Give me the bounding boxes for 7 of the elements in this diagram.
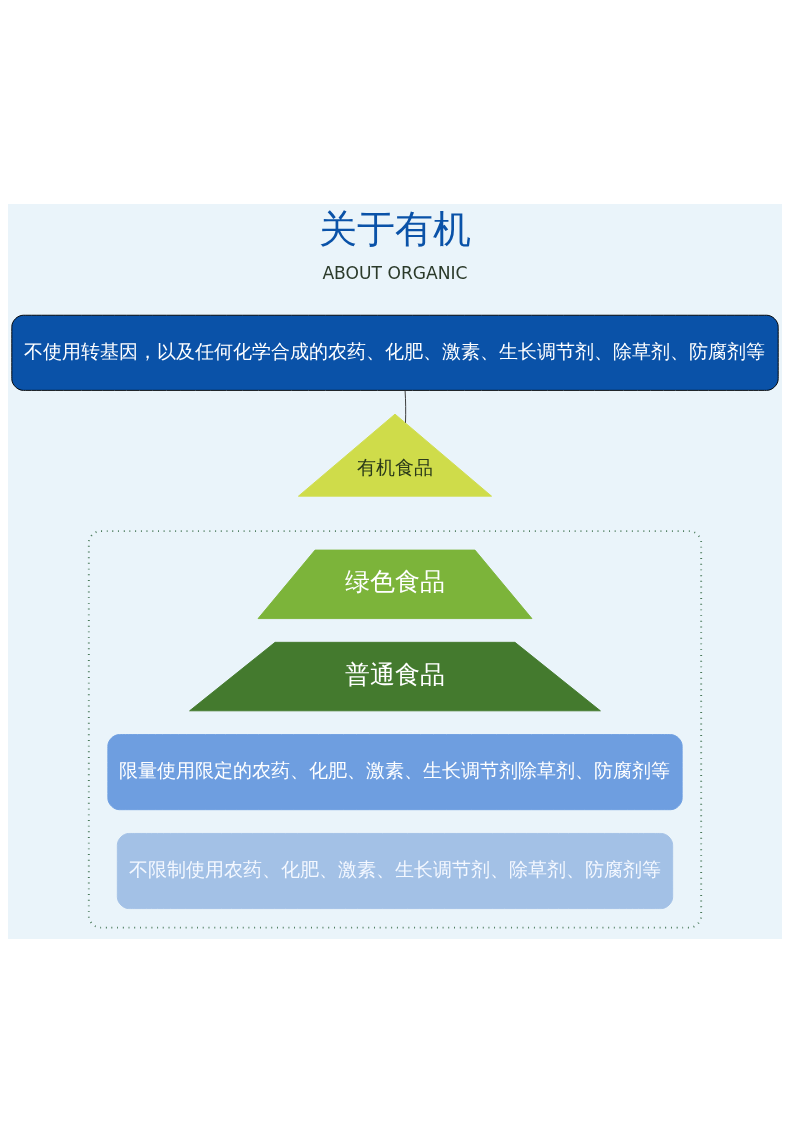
node-box: 限量使用限定的农药、化肥、激素、生长调节剂除草剂、防腐剂等 [107, 734, 683, 811]
node-box: 不使用转基因，以及任何化学合成的农药、化肥、激素、生长调节剂、除草剂、防腐剂等 [11, 314, 779, 391]
cluster [87, 530, 703, 929]
connector [404, 390, 407, 424]
label: ABOUT ORGANIC [322, 262, 468, 283]
diagram-title: 关于有机 [319, 207, 471, 252]
node-box: 不限制使用农药、化肥、激素、生长调节剂、除草剂、防腐剂等 [116, 833, 674, 910]
